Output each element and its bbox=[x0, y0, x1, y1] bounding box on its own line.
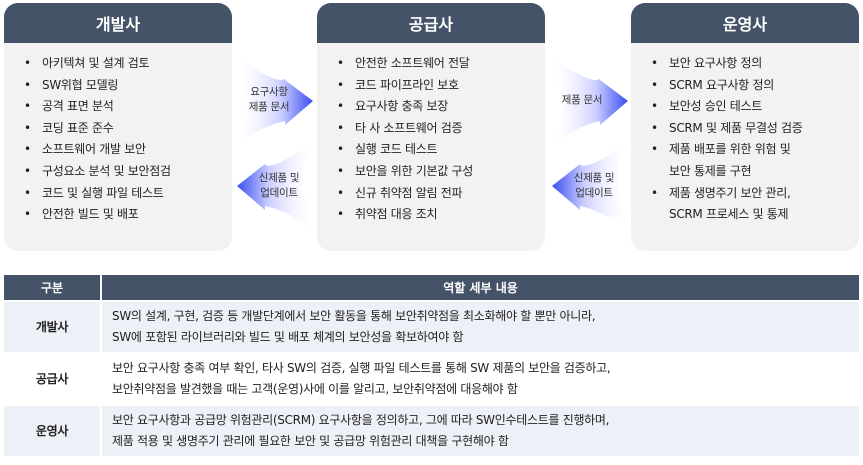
list-item: •구성요소 분석 및 보안점검 bbox=[24, 163, 171, 178]
list-item: •SCRM 및 제품 무결성 검증 bbox=[651, 120, 803, 135]
left-arrow-updates: 신제품 및 업데이트 bbox=[235, 140, 315, 230]
right-arrow-documents: 제품 문서 bbox=[550, 55, 630, 145]
list-item: •코드 및 실행 파일 테스트 bbox=[24, 185, 164, 200]
panel-title: 개발사 bbox=[4, 3, 232, 43]
arrow-left-icon bbox=[237, 140, 315, 230]
list-item: •안전한 빌드 및 배포 bbox=[24, 207, 139, 222]
list-item: •타 사 소프트웨어 검증 bbox=[337, 120, 463, 135]
list-item: •실행 코드 테스트 bbox=[337, 142, 438, 157]
list-item: •아키텍쳐 및 설계 검토 bbox=[24, 56, 150, 70]
left-arrow-updates-2: 신제품 및 업데이트 bbox=[550, 140, 630, 230]
panel-title: 공급사 bbox=[317, 3, 545, 43]
table-row: 개발사 SW의 설계, 구현, 검증 등 개발단계에서 보안 활동을 통해 보안… bbox=[4, 302, 859, 352]
arrow-right-icon bbox=[235, 55, 313, 145]
list-item: •보안을 위한 기본값 구성 bbox=[337, 163, 473, 178]
list-item: •취약점 대응 조치 bbox=[337, 207, 438, 222]
operator-panel: 운영사 •보안 요구사항 정의 •SCRM 요구사항 정의 •보안성 승인 테스… bbox=[631, 3, 859, 251]
list-item: •SCRM 요구사항 정의 bbox=[651, 77, 774, 92]
list-item: •신규 취약점 알림 전파 bbox=[337, 185, 463, 200]
developer-panel: 개발사 •아키텍쳐 및 설계 검토 •SW위협 모델링 •공격 표면 분석 •코… bbox=[4, 3, 232, 251]
list-item: •소프트웨어 개발 보안 bbox=[24, 142, 146, 157]
list-item: •SW위협 모델링 bbox=[24, 77, 119, 92]
list-item: •요구사항 충족 보장 bbox=[337, 99, 448, 114]
list-item: •공격 표면 분석 bbox=[24, 99, 114, 114]
list-item: •보안 요구사항 정의 bbox=[651, 56, 762, 70]
table-row: 운영사 보안 요구사항과 공급망 위험관리(SCRM) 요구사항을 정의하고, … bbox=[4, 406, 859, 456]
table-header: 구분 역할 세부 내용 bbox=[4, 275, 859, 300]
list-item: •코딩 표준 준수 bbox=[24, 120, 114, 135]
list-item: •안전한 소프트웨어 전달 bbox=[337, 56, 470, 70]
arrow-right-icon bbox=[550, 55, 628, 145]
list-item: •제품 생명주기 보안 관리,SCRM 프로세스 및 통제 bbox=[651, 185, 791, 222]
table-row: 공급사 보안 요구사항 충족 여부 확인, 타사 SW의 검증, 실행 파일 테… bbox=[4, 354, 859, 404]
panel-title: 운영사 bbox=[631, 3, 859, 43]
arrow-left-icon bbox=[552, 140, 630, 230]
list-item: •보안성 승인 테스트 bbox=[651, 99, 762, 114]
right-arrow-requirements: 요구사항 제품 문서 bbox=[235, 55, 315, 145]
roles-table: 구분 역할 세부 내용 개발사 SW의 설계, 구현, 검증 등 개발단계에서 … bbox=[4, 273, 859, 458]
list-item: •코드 파이프라인 보호 bbox=[337, 77, 459, 92]
supplier-panel: 공급사 •안전한 소프트웨어 전달 •코드 파이프라인 보호 •요구사항 충족 … bbox=[317, 3, 545, 251]
